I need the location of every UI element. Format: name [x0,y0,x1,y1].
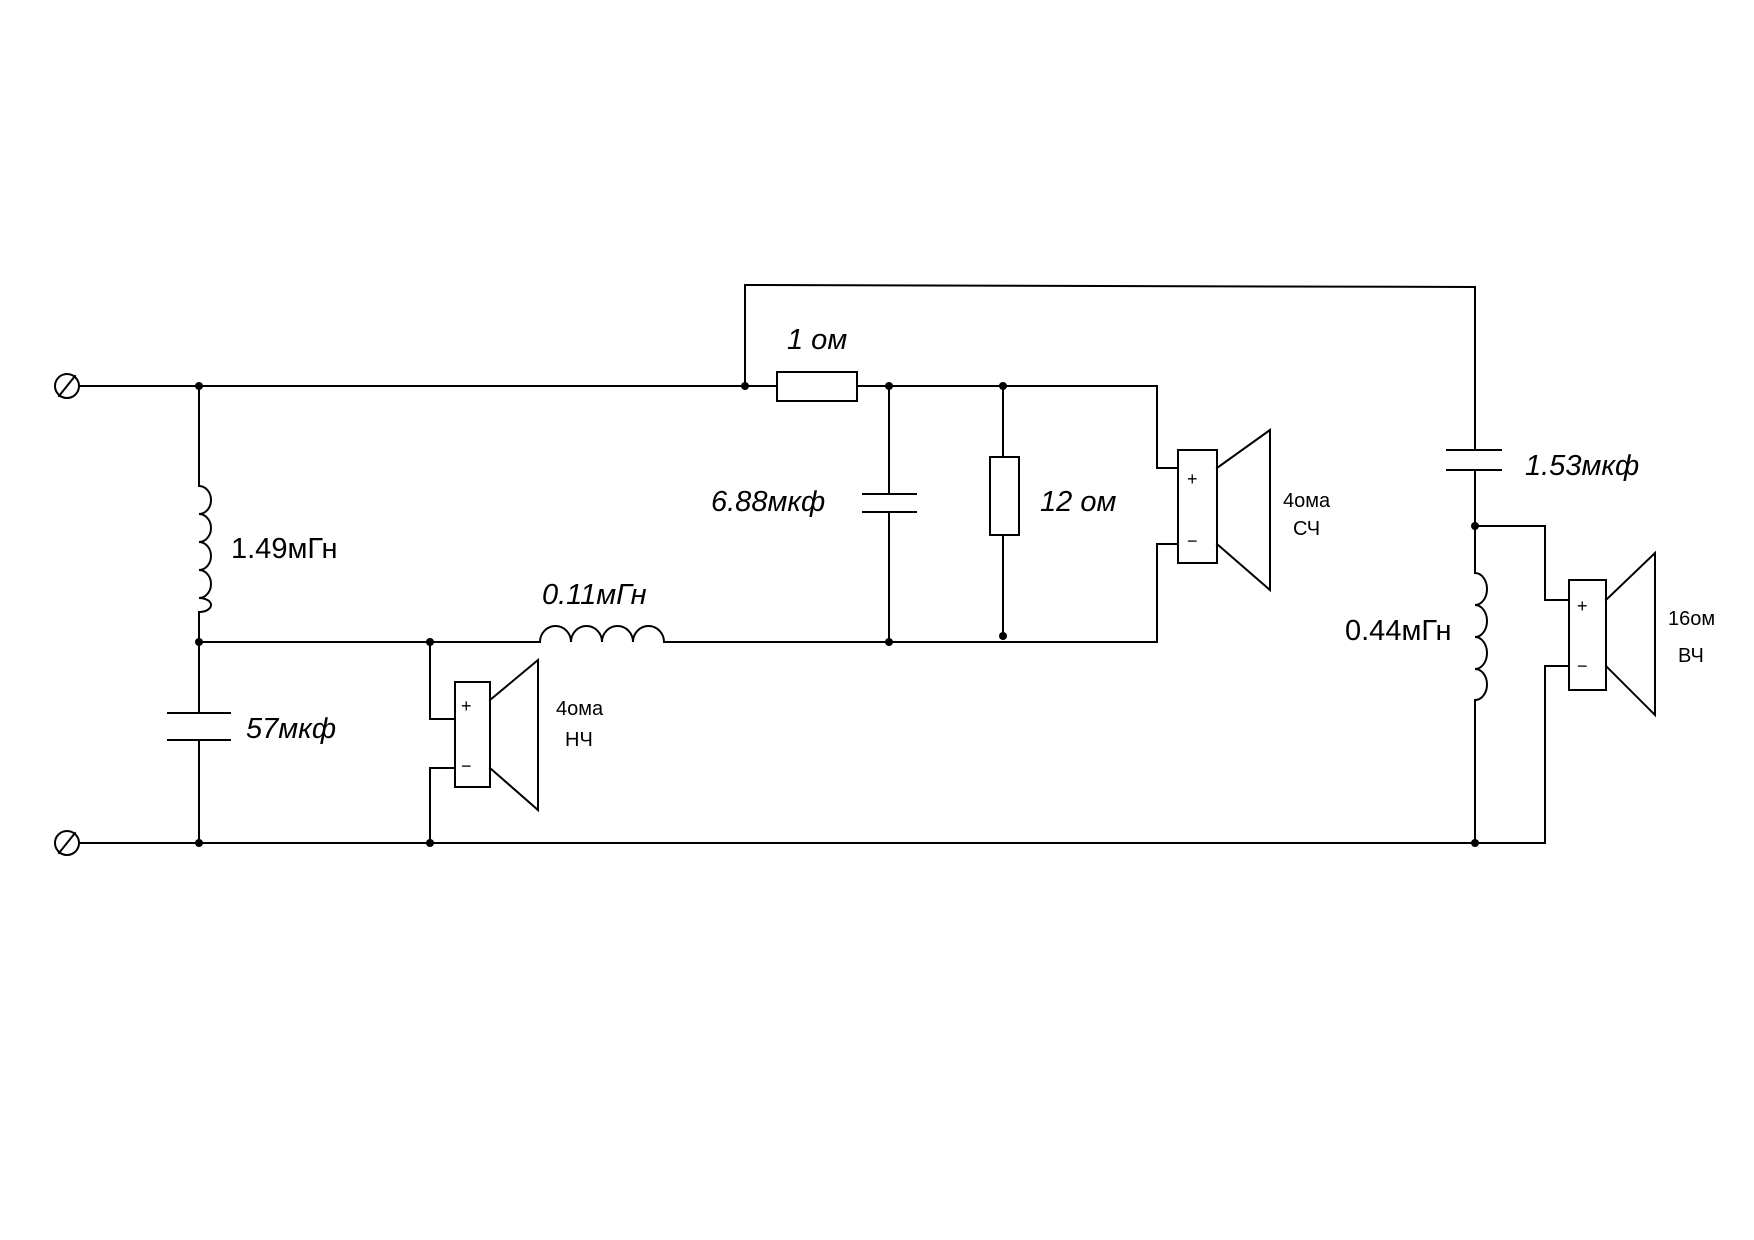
speaker-low-impedance: 4ома [556,698,604,720]
speaker-low-plus: + [461,696,472,716]
capacitor-high: 1.53мкф [1446,449,1639,482]
capacitor-mid-label: 6.88мкф [711,486,825,518]
capacitor-mid: 6.88мкф [711,486,917,518]
speaker-mid-band: СЧ [1293,518,1320,540]
input-terminal-top [54,373,80,399]
speaker-high-band: ВЧ [1678,645,1704,667]
inductor-low-shunt: 1.49мГн [197,484,337,614]
speaker-low-band: НЧ [565,729,593,751]
capacitor-low-label: 57мкф [246,713,336,745]
junctions [195,382,1479,847]
speaker-high: + − 16ом ВЧ [1568,550,1715,718]
inductor-low-shunt-label: 1.49мГн [231,533,337,565]
resistor-1-ohm: 1 ом [776,324,858,402]
speaker-low: + − 4ома НЧ [454,657,604,813]
inductor-high-label: 0.44мГн [1345,615,1451,647]
speaker-mid-plus: + [1187,469,1198,489]
speaker-high-impedance: 16ом [1668,608,1715,630]
wires [78,283,1570,844]
speaker-mid-minus: − [1187,531,1198,551]
input-terminal-bottom [54,830,80,856]
speaker-high-minus: − [1577,656,1588,676]
speaker-low-minus: − [461,756,472,776]
inductor-low-series: 0.11мГн [538,579,666,644]
resistor-12-ohm-label: 12 ом [1040,486,1116,518]
speaker-mid-impedance: 4ома [1283,490,1331,512]
resistor-12-ohm: 12 ом [989,456,1116,536]
speaker-high-plus: + [1577,596,1588,616]
capacitor-high-label: 1.53мкф [1525,450,1639,482]
inductor-low-series-label: 0.11мГн [542,579,647,611]
speaker-mid: + − 4ома СЧ [1177,428,1331,593]
resistor-1-ohm-label: 1 ом [787,324,847,356]
capacitor-low: 57мкф [167,712,336,745]
inductor-high: 0.44мГн [1345,571,1488,702]
